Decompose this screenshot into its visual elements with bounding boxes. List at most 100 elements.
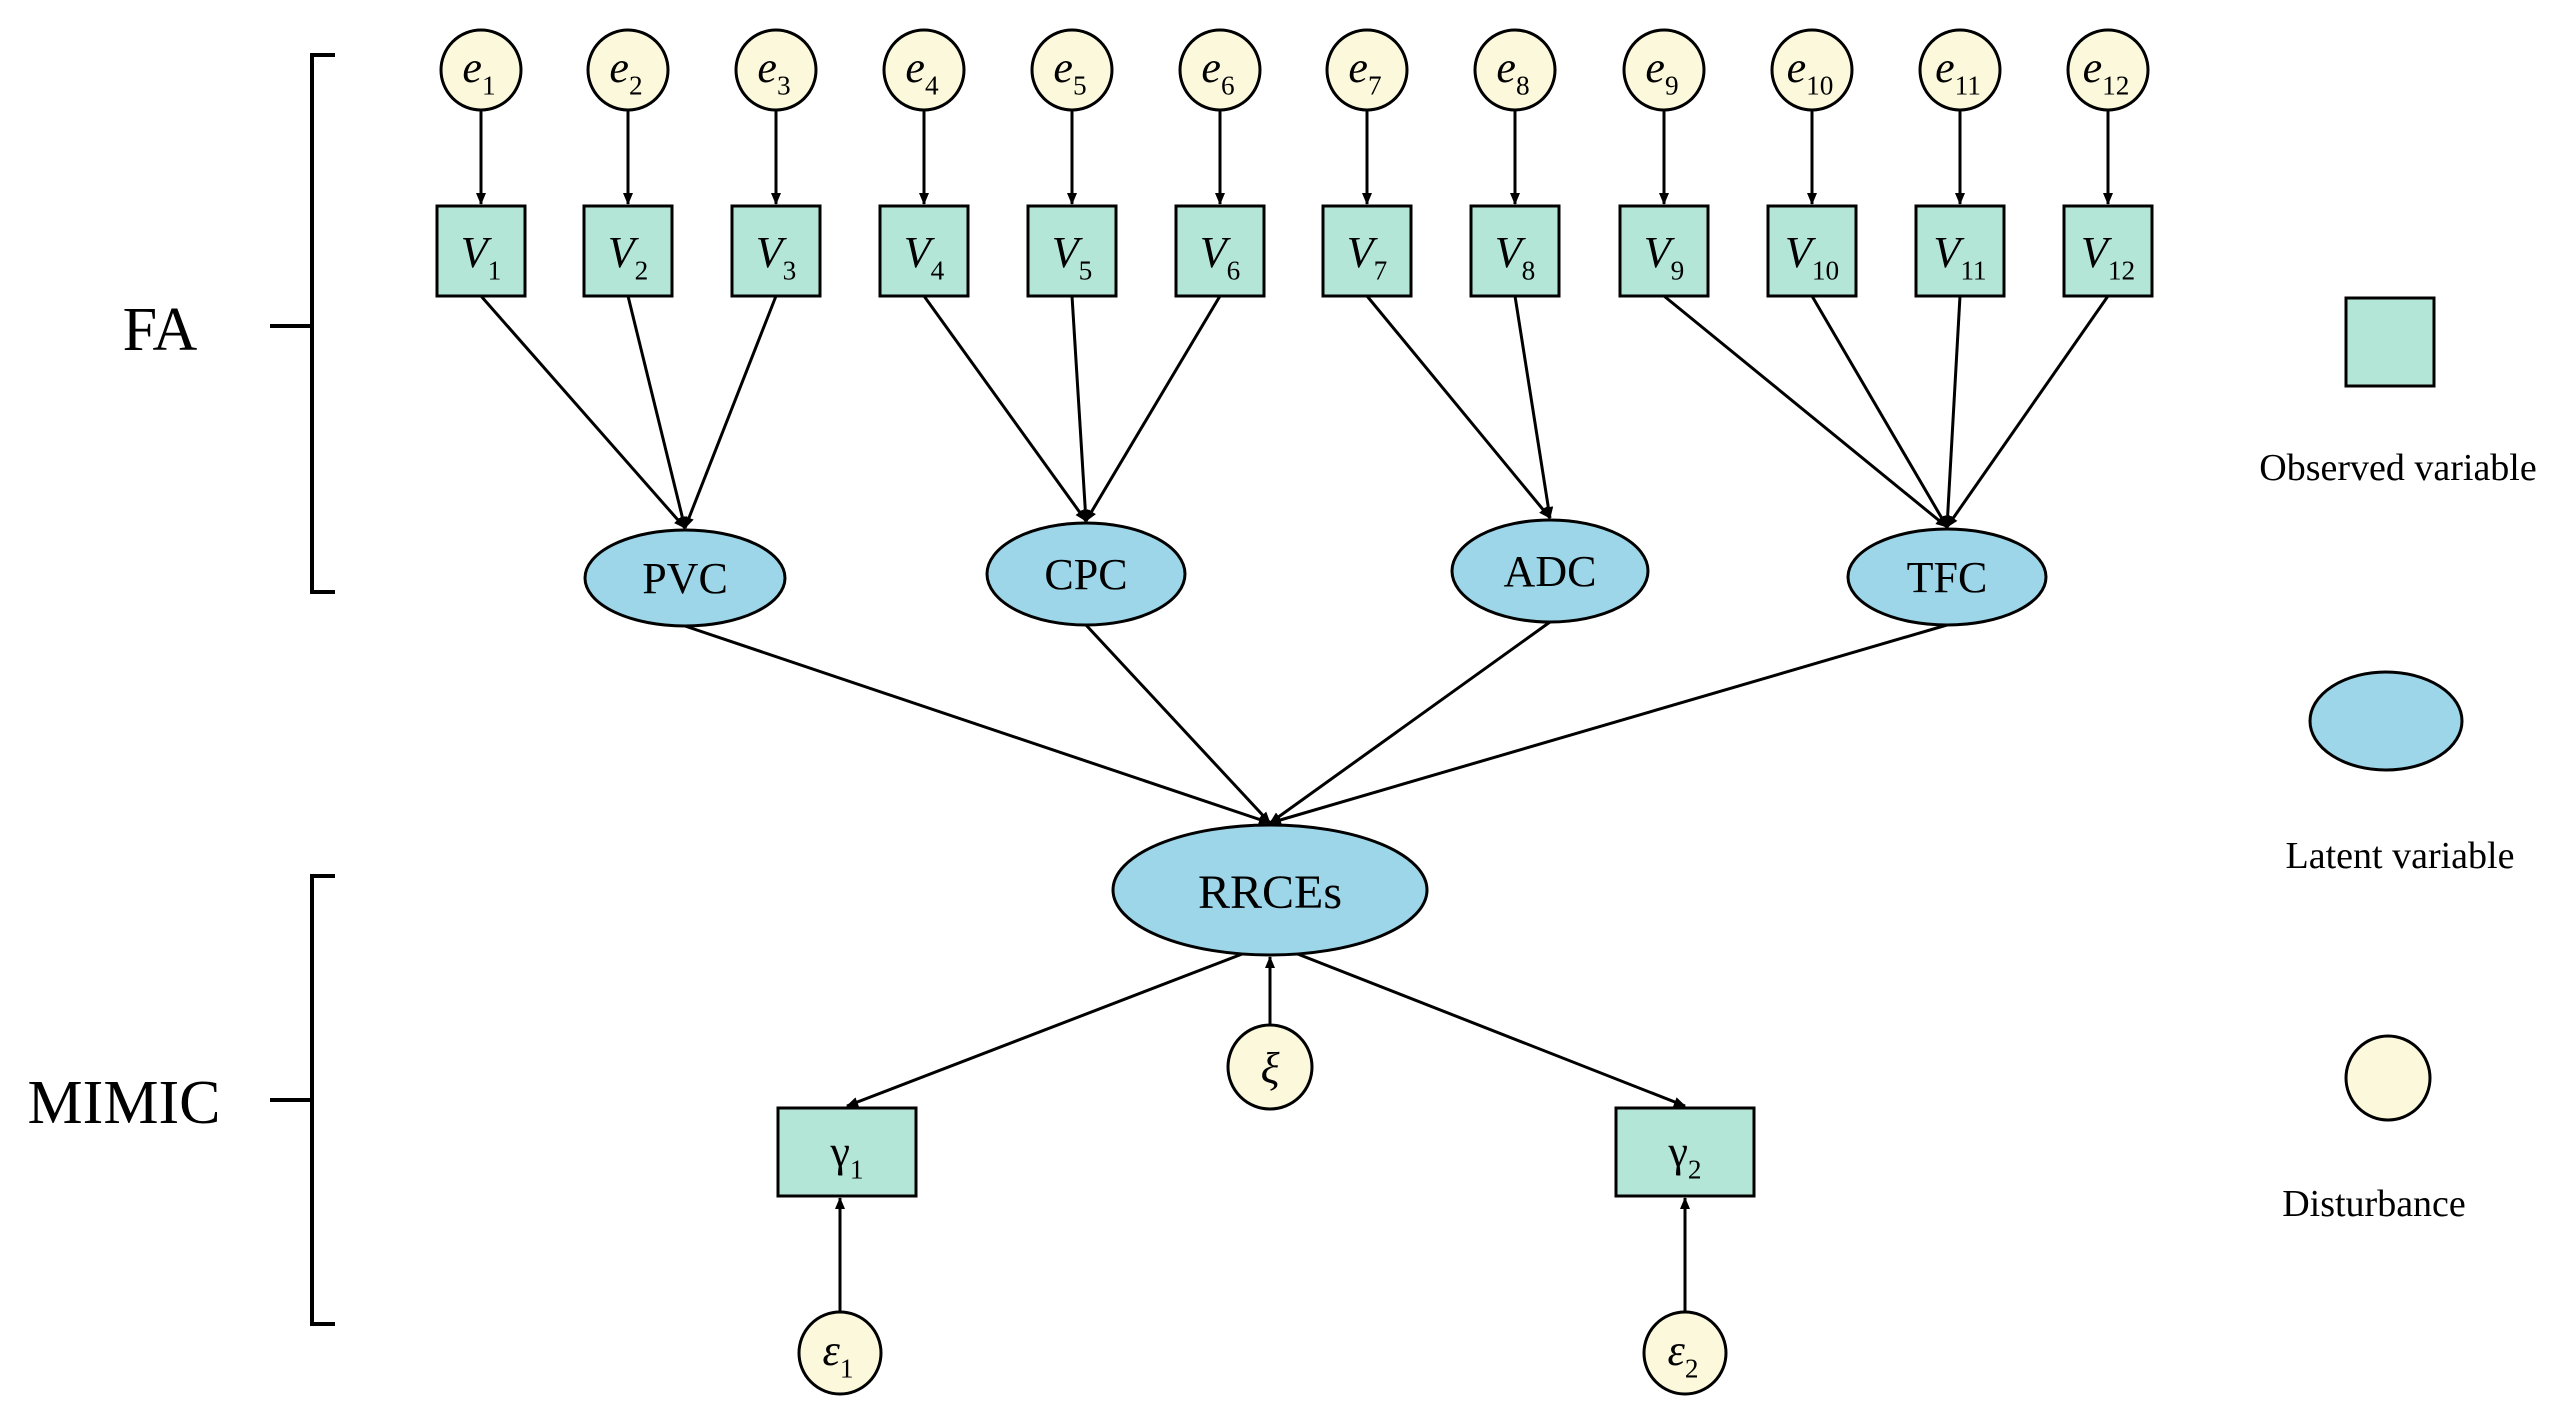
indicator-label-sub: 5 bbox=[1079, 255, 1093, 285]
outcome-label-sub: 1 bbox=[850, 1154, 864, 1184]
edge-layer bbox=[476, 110, 2113, 1312]
indicator-label-sub: 3 bbox=[783, 255, 797, 285]
indicator-v3: V3 bbox=[730, 204, 822, 298]
indicator-label-base: V bbox=[1052, 228, 1084, 277]
error-node bbox=[586, 28, 670, 112]
central-to-outcome-arrow bbox=[1289, 949, 1686, 1108]
factor-tfc: TFC bbox=[1846, 527, 2048, 627]
indicator-v8: V8 bbox=[1469, 204, 1561, 298]
factor-pvc: PVC bbox=[583, 528, 787, 628]
indicator-label-sub: 12 bbox=[2108, 255, 2135, 285]
indicator-label-base: V bbox=[1200, 228, 1232, 277]
outcome-node bbox=[776, 1106, 918, 1198]
error-node bbox=[882, 28, 966, 112]
error-label: e10 bbox=[1787, 43, 1834, 100]
rrces-node bbox=[1111, 823, 1429, 957]
indicator-label-base: V bbox=[1933, 228, 1965, 277]
factor-label: TFC bbox=[1907, 553, 1988, 602]
outcome-error-label-base: ε bbox=[1668, 1326, 1686, 1375]
loading-arrow bbox=[1945, 295, 2110, 528]
error-node bbox=[734, 28, 818, 112]
indicator-label: V4 bbox=[904, 228, 945, 285]
indicator-label: V2 bbox=[608, 228, 649, 285]
indicator-node bbox=[1469, 204, 1561, 298]
legend-disturbance-label: Disturbance bbox=[2282, 1183, 2466, 1225]
indicator-label-base: V bbox=[461, 228, 493, 277]
indicator-label: V6 bbox=[1200, 228, 1241, 285]
indicator-v4: V4 bbox=[878, 204, 970, 298]
indicator-label: V11 bbox=[1933, 228, 1986, 285]
error-label-sub: 7 bbox=[1368, 70, 1382, 100]
outcome-error-node bbox=[1642, 1310, 1728, 1396]
error-term-e5: e5 bbox=[1030, 28, 1114, 112]
error-label: e12 bbox=[2083, 43, 2130, 100]
factor-node bbox=[583, 528, 787, 628]
error-label: e2 bbox=[609, 43, 642, 100]
error-label-base: e bbox=[1496, 43, 1516, 92]
indicator-v7: V7 bbox=[1321, 204, 1413, 298]
indicator-node bbox=[1026, 204, 1118, 298]
error-node bbox=[1178, 28, 1262, 112]
indicator-label-sub: 10 bbox=[1812, 255, 1839, 285]
indicator-label-sub: 8 bbox=[1522, 255, 1536, 285]
indicator-node bbox=[1766, 204, 1858, 298]
loading-arrow bbox=[1070, 295, 1091, 522]
indicator-label-sub: 11 bbox=[1960, 255, 1986, 285]
latent-factors: PVC CPC ADC TFC bbox=[583, 518, 2048, 628]
indicator-label: V9 bbox=[1644, 228, 1685, 285]
xi-node bbox=[1226, 1023, 1314, 1111]
error-label-base: e bbox=[1201, 43, 1221, 92]
indicator-label-sub: 2 bbox=[635, 255, 649, 285]
outcome-error-label-sub: 2 bbox=[1685, 1353, 1699, 1383]
error-label: e5 bbox=[1053, 43, 1086, 100]
error-label-sub: 8 bbox=[1516, 70, 1530, 100]
loading-arrow bbox=[626, 295, 688, 529]
error-label-sub: 12 bbox=[2102, 70, 2129, 100]
indicator-label: V3 bbox=[756, 228, 797, 285]
error-node bbox=[1030, 28, 1114, 112]
error-node bbox=[2066, 28, 2150, 112]
error-label: e7 bbox=[1348, 43, 1381, 100]
error-label-sub: 9 bbox=[1665, 70, 1679, 100]
indicator-v1: V1 bbox=[435, 204, 527, 298]
indicator-label-sub: 4 bbox=[931, 255, 945, 285]
outcome-error-epsilon1: ε1 bbox=[797, 1310, 883, 1396]
legend-latent-swatch bbox=[2308, 670, 2464, 772]
error-label-sub: 6 bbox=[1221, 70, 1235, 100]
loading-arrow bbox=[683, 295, 778, 529]
outcome-node bbox=[1614, 1106, 1756, 1198]
factor-cpc: CPC bbox=[985, 521, 1187, 627]
central-to-outcome-arrow bbox=[846, 949, 1251, 1108]
loading-arrow bbox=[1513, 295, 1554, 519]
loading-arrow bbox=[479, 295, 687, 529]
error-term-e6: e6 bbox=[1178, 28, 1262, 112]
indicator-label: V10 bbox=[1785, 228, 1839, 285]
indicator-node bbox=[1174, 204, 1266, 298]
indicator-node bbox=[435, 204, 527, 298]
error-term-e10: e10 bbox=[1770, 28, 1854, 112]
indicator-label-base: V bbox=[756, 228, 788, 277]
indicator-node bbox=[582, 204, 674, 298]
factor-to-central-arrow bbox=[1084, 623, 1272, 825]
indicator-label-base: V bbox=[1347, 228, 1379, 277]
error-node bbox=[1325, 28, 1409, 112]
indicator-label: V5 bbox=[1052, 228, 1093, 285]
indicator-v12: V12 bbox=[2062, 204, 2154, 298]
error-node bbox=[1770, 28, 1854, 112]
error-label: e6 bbox=[1201, 43, 1234, 100]
error-label: e8 bbox=[1496, 43, 1529, 100]
xi-label: ξ bbox=[1261, 1044, 1280, 1093]
factor-label: ADC bbox=[1504, 547, 1597, 596]
error-label: e9 bbox=[1645, 43, 1678, 100]
outcome-error-node bbox=[797, 1310, 883, 1396]
factor-node bbox=[1450, 518, 1650, 624]
error-label-sub: 3 bbox=[777, 70, 791, 100]
rrces-label: RRCEs bbox=[1198, 866, 1342, 919]
factor-label: CPC bbox=[1044, 550, 1127, 599]
error-term-e11: e11 bbox=[1918, 28, 2002, 112]
indicator-v6: V6 bbox=[1174, 204, 1266, 298]
indicator-label-sub: 6 bbox=[1227, 255, 1241, 285]
